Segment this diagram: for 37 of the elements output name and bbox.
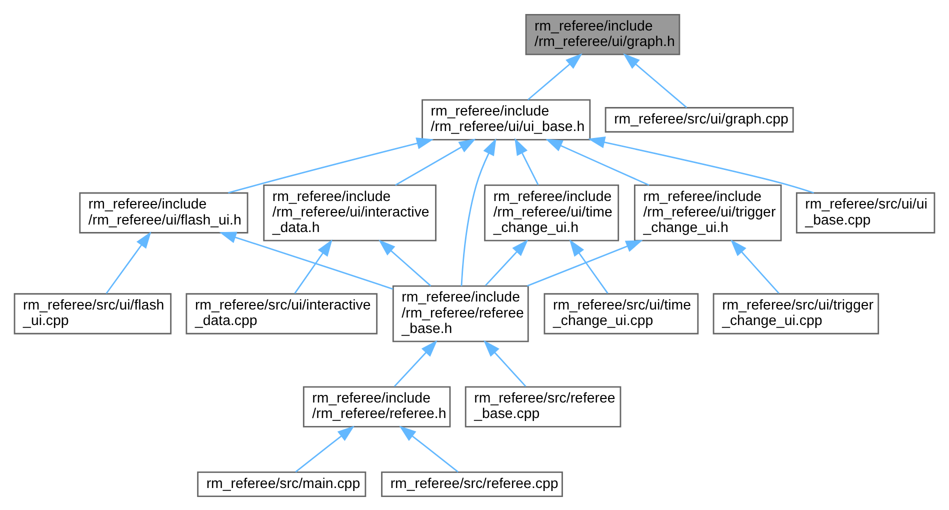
- node-box: rm_referee/src/ui/graph.cpp: [604, 106, 794, 132]
- node-box: rm_referee/src/ui/trigger _change_ui.cpp: [712, 292, 880, 334]
- arrow: [394, 340, 438, 386]
- arrow: [294, 238, 332, 294]
- arrow: [526, 240, 643, 286]
- arrow: [484, 239, 528, 286]
- node-box: rm_referee/include /rm_referee/ui/trigger _change_ui.h: [634, 184, 782, 241]
- arrow: [295, 425, 354, 472]
- node-box: rm_referee/src/main.cpp: [197, 470, 366, 497]
- arrow: [460, 138, 496, 286]
- arrow: [588, 136, 814, 194]
- node-box: rm_referee/include /rm_referee/ui/interactive _data.h: [263, 184, 436, 241]
- arrow: [378, 239, 432, 286]
- arrow: [514, 138, 539, 185]
- arrow: [623, 52, 688, 108]
- arrow: [399, 425, 458, 472]
- node-box: rm_referee/src/ui/time _change_ui.cpp: [544, 292, 699, 334]
- arrow: [527, 52, 582, 100]
- arrow: [106, 230, 152, 294]
- arrow: [219, 231, 394, 290]
- node-box: rm_referee/src/referee _base.cpp: [464, 386, 622, 427]
- node-box: rm_referee/src/referee.cpp: [381, 470, 563, 497]
- arrow: [228, 137, 434, 194]
- arrow: [483, 340, 526, 386]
- arrow: [569, 238, 608, 294]
- arrow: [395, 138, 476, 186]
- node-box: rm_referee/include /rm_referee/referee _base.h: [392, 284, 529, 342]
- node-box: rm_referee/include /rm_referee/ui/graph.h: [525, 13, 680, 55]
- arrow: [545, 138, 650, 186]
- node-box: rm_referee/include /rm_referee/ui/flash_ui.h: [79, 192, 248, 233]
- node-box: rm_referee/include /rm_referee/ui/time _change_ui.h: [484, 184, 620, 241]
- node-box: rm_referee/src/ui/interactive _data.cpp: [186, 292, 378, 334]
- node-box: rm_referee/src/ui/ui _base.cpp: [796, 192, 936, 233]
- node-box: rm_referee/src/ui/flash _ui.cpp: [14, 292, 172, 334]
- node-box: rm_referee/include /rm_referee/ui/ui_base.h: [422, 98, 591, 140]
- node-box: rm_referee/include /rm_referee/referee.h: [302, 386, 451, 427]
- arrow: [730, 238, 780, 294]
